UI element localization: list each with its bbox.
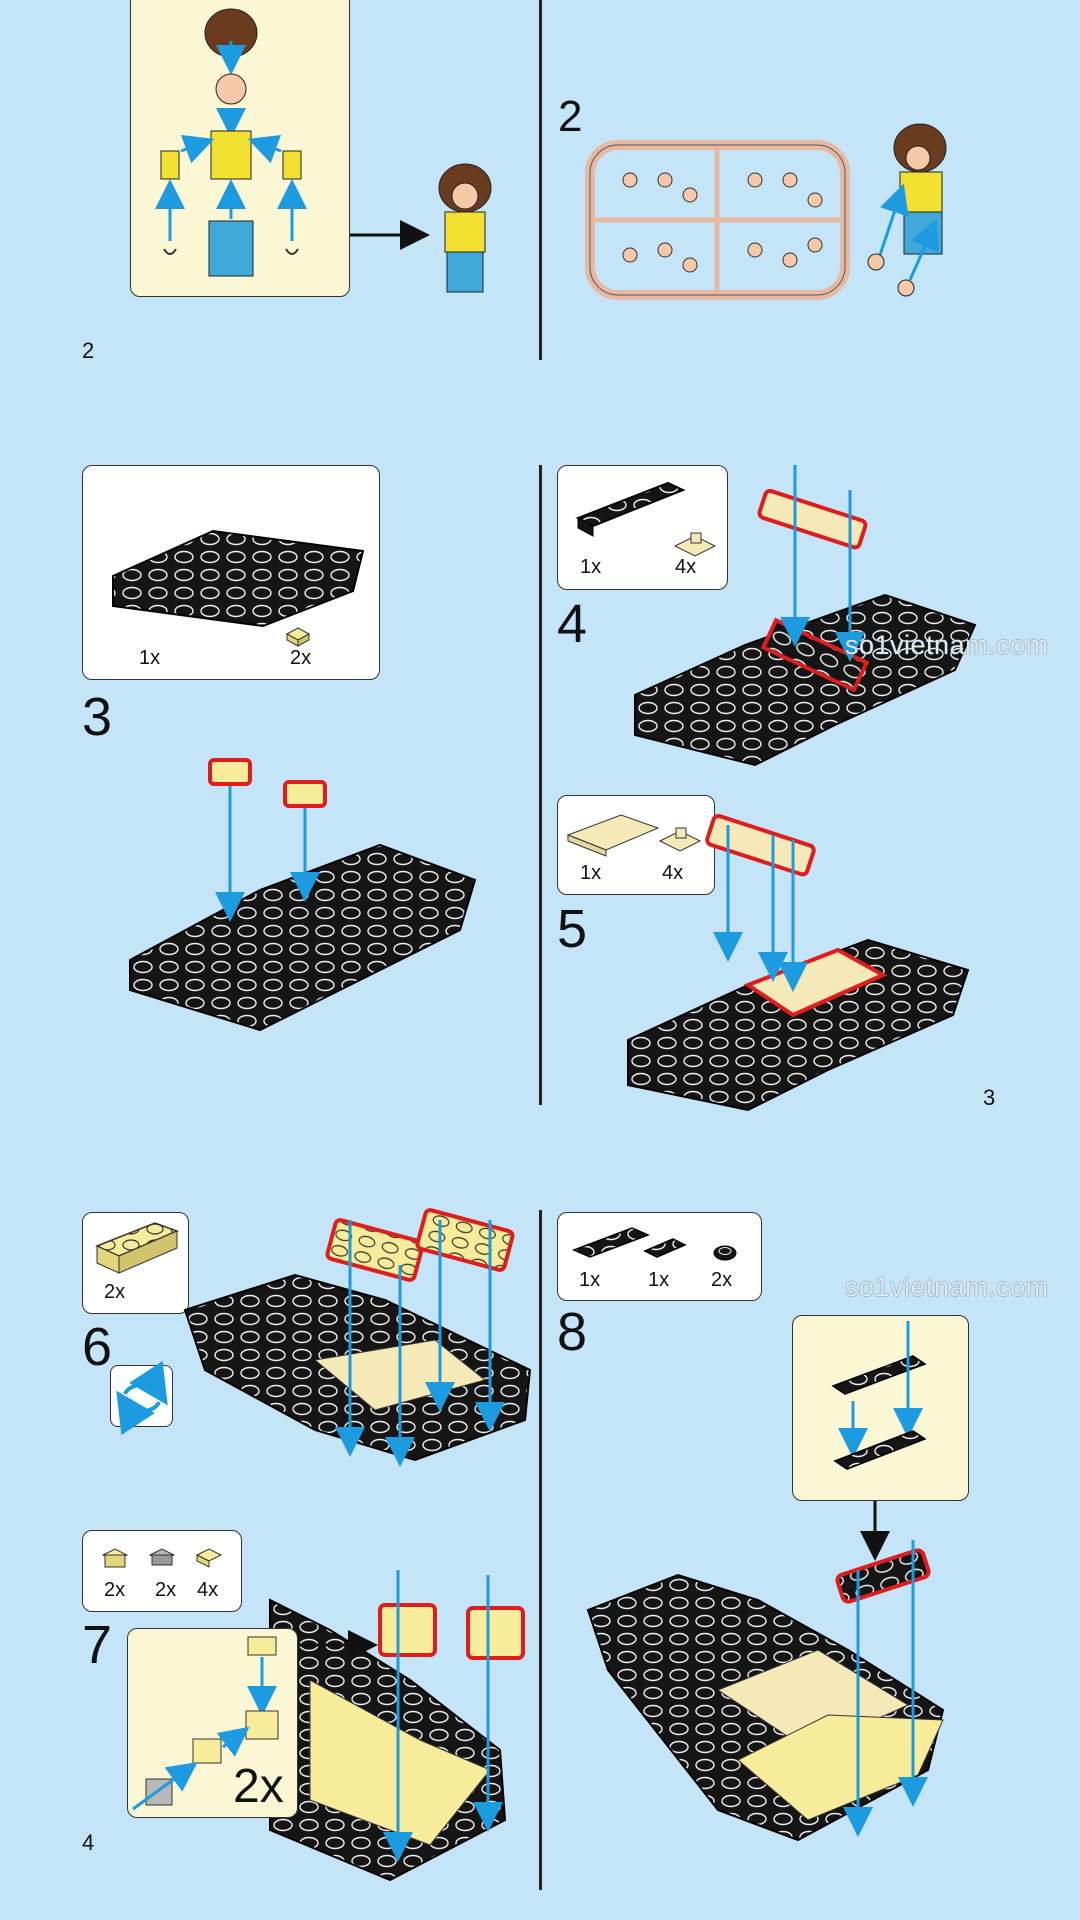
divider bbox=[539, 1210, 542, 1890]
rotate-model-icon bbox=[110, 1360, 173, 1436]
subassembly-multiplier: 2x bbox=[233, 1760, 284, 1813]
part-quantity: 4x bbox=[675, 556, 697, 578]
clip-plate-tan-part bbox=[658, 827, 702, 852]
part-quantity: 2x bbox=[290, 647, 312, 669]
bracket-yellow-part bbox=[101, 1548, 129, 1568]
plate-1x4-black-part bbox=[572, 1227, 650, 1258]
manual-page-4: 2x 6 2x 2x 4x 7 bbox=[0, 1170, 1080, 1920]
step-number: 7 bbox=[82, 1615, 113, 1675]
round-plate-black-part bbox=[713, 1245, 737, 1261]
step-number: 2 bbox=[558, 92, 583, 141]
parts-list-step-6: 2x bbox=[82, 1212, 189, 1314]
round-plate-gray-part bbox=[148, 1548, 176, 1566]
tile-part-yellow bbox=[285, 627, 311, 647]
parts-list-step-4: 1x 4x bbox=[557, 465, 728, 590]
parts-list-step-7: 2x 2x 4x bbox=[82, 1530, 242, 1612]
divider bbox=[539, 465, 542, 1105]
part-quantity: 2x bbox=[104, 1579, 126, 1601]
step-6-assembly-diagram bbox=[183, 1208, 532, 1467]
watermark: so1vietnam.com bbox=[845, 1272, 1049, 1302]
step-number: 5 bbox=[557, 899, 588, 959]
tile-part-yellow bbox=[195, 1548, 223, 1568]
brick-1x4-yellow-part bbox=[95, 1222, 180, 1274]
arrow-icon bbox=[860, 1501, 890, 1561]
minifigure-icon bbox=[438, 163, 492, 293]
page-number: 4 bbox=[82, 1830, 95, 1855]
part-quantity: 1x bbox=[580, 862, 602, 884]
minifigure-assembly-callout bbox=[130, 0, 350, 297]
part-quantity: 1x bbox=[139, 647, 161, 669]
bracket-subassembly-diagram bbox=[132, 1636, 279, 1811]
arrow-icon bbox=[350, 220, 430, 250]
part-quantity: 1x bbox=[580, 556, 602, 578]
part-quantity: 1x bbox=[579, 1269, 601, 1291]
brick-1x6-black-part bbox=[575, 481, 686, 537]
step-number: 3 bbox=[82, 687, 113, 747]
minifigure-parts-diagram bbox=[155, 8, 307, 277]
divider bbox=[539, 0, 542, 360]
hand-sprue-icon bbox=[585, 140, 850, 300]
page-number: 3 bbox=[983, 1085, 996, 1110]
parts-list-step-8: 1x 1x 2x bbox=[557, 1212, 762, 1301]
plate-1x2-black-part bbox=[643, 1238, 687, 1258]
step-4-assembly-diagram bbox=[634, 465, 977, 767]
plate-subassembly-diagram bbox=[831, 1321, 927, 1470]
part-quantity: 2x bbox=[104, 1281, 126, 1303]
watermark: so1vietnam.com bbox=[845, 630, 1049, 660]
step-number: 4 bbox=[557, 594, 588, 654]
part-quantity: 1x bbox=[648, 1269, 670, 1291]
part-quantity: 4x bbox=[662, 862, 684, 884]
part-quantity: 2x bbox=[711, 1269, 733, 1291]
bracket-subassembly-callout: 2x bbox=[127, 1628, 298, 1818]
step-8-assembly-diagram bbox=[586, 1540, 945, 1842]
part-quantity: 4x bbox=[197, 1579, 219, 1601]
manual-page-2: 2 2 bbox=[0, 0, 1080, 375]
tile-2x4-tan-part bbox=[566, 814, 660, 857]
part-quantity: 2x bbox=[155, 1579, 177, 1601]
plate-subassembly-callout bbox=[792, 1315, 969, 1501]
step-3-assembly-diagram bbox=[129, 758, 477, 1032]
step-number: 6 bbox=[82, 1317, 113, 1377]
page-number: 2 bbox=[82, 338, 95, 363]
minifigure-hands-diagram bbox=[867, 123, 947, 297]
arrow-icon bbox=[298, 1630, 378, 1660]
parts-list-step-5: 1x 4x bbox=[557, 795, 715, 895]
step-7-assembly-diagram bbox=[269, 1570, 525, 1882]
clip-plate-tan-part bbox=[673, 532, 717, 557]
base-plate-part bbox=[112, 529, 365, 628]
step-5-assembly-diagram bbox=[627, 813, 970, 1112]
parts-list-step-3: 1x 2x bbox=[82, 465, 380, 680]
step-number: 8 bbox=[557, 1302, 588, 1362]
manual-page-3: 1x 2x 3 1x 4x 4 bbox=[0, 420, 1080, 1120]
